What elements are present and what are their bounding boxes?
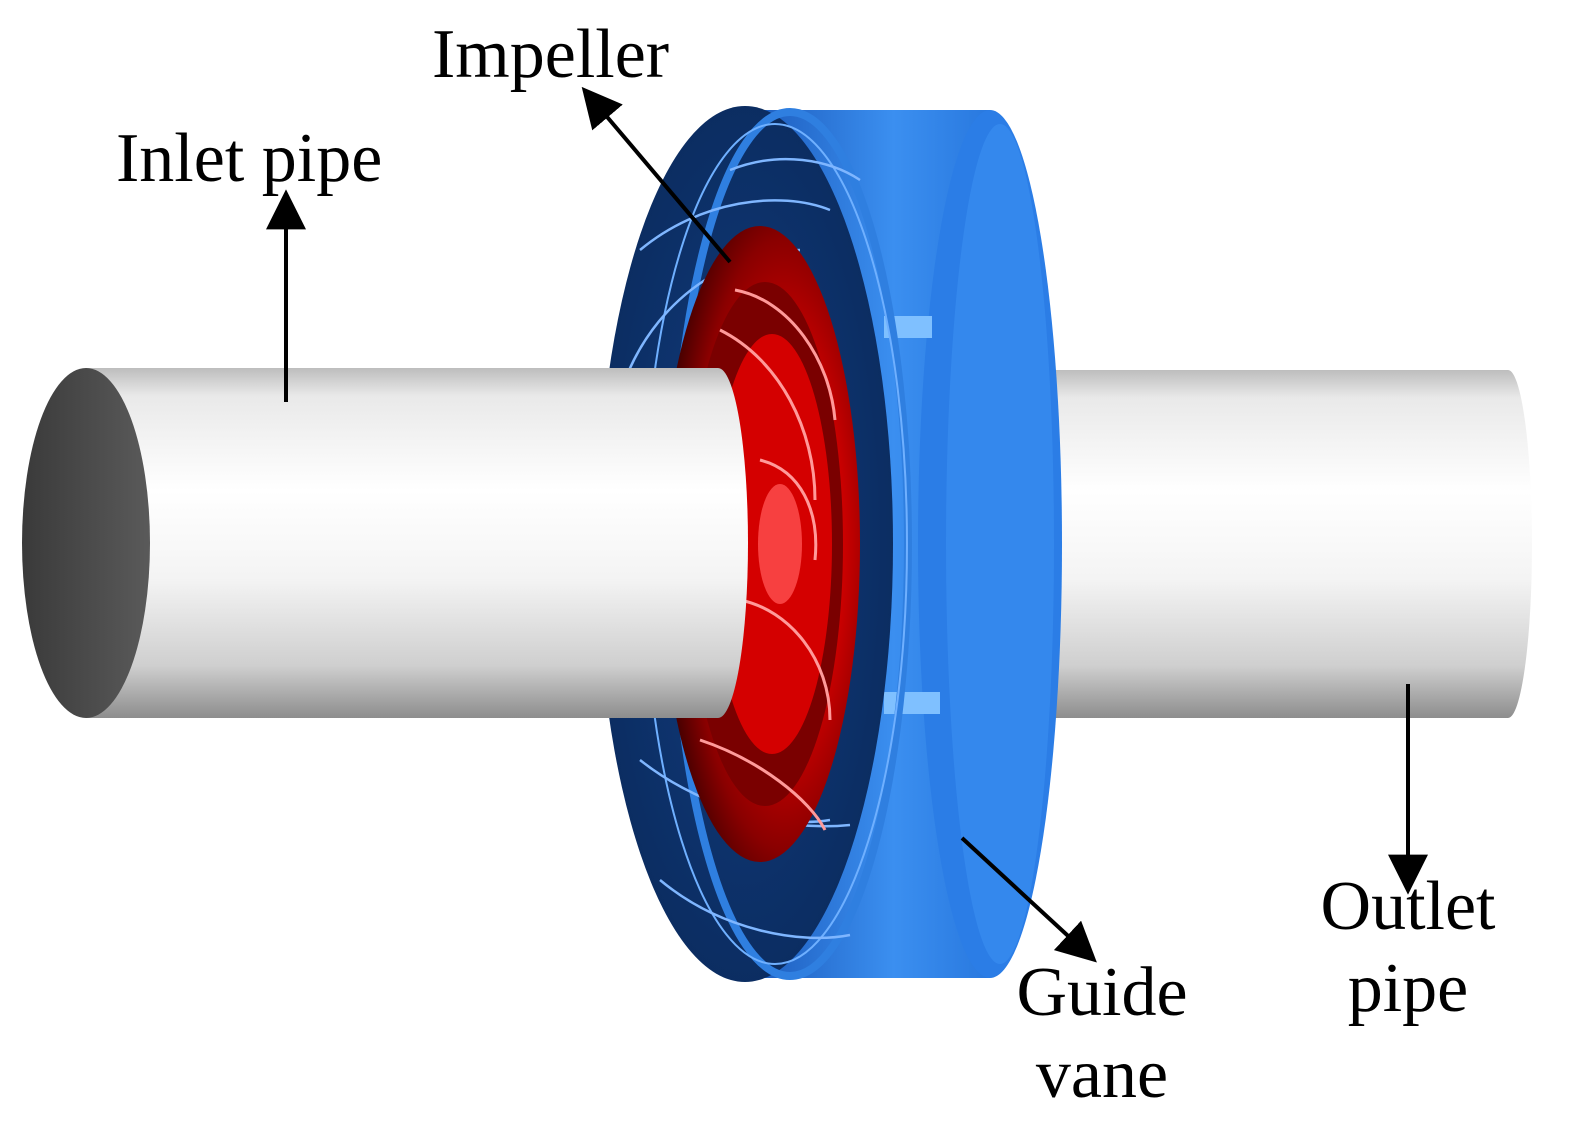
outlet-pipe-label: Outlet pipe — [1302, 866, 1514, 1030]
leader-arrows — [266, 86, 1428, 963]
guide-vane-label-line-1: Guide — [1016, 954, 1188, 1031]
impeller-label: Impeller — [432, 16, 670, 93]
guide-vane-label: Guide vane — [1002, 952, 1202, 1116]
outlet-pipe — [1040, 370, 1532, 718]
outlet-pipe-label-line-1: Outlet — [1320, 868, 1496, 945]
inlet-pipe-end-cap — [22, 368, 150, 718]
inlet-pipe-label: Inlet pipe — [116, 120, 383, 197]
guide-vane-label-line-2: vane — [1035, 1036, 1169, 1113]
outlet-pipe-label-line-2: pipe — [1347, 950, 1469, 1027]
guide-vane-notch-bottom — [884, 692, 940, 714]
guide-vane-arrow — [960, 836, 1097, 963]
impeller-arrow — [581, 86, 732, 264]
impeller-blades — [699, 288, 837, 831]
inlet-pipe — [22, 368, 748, 718]
